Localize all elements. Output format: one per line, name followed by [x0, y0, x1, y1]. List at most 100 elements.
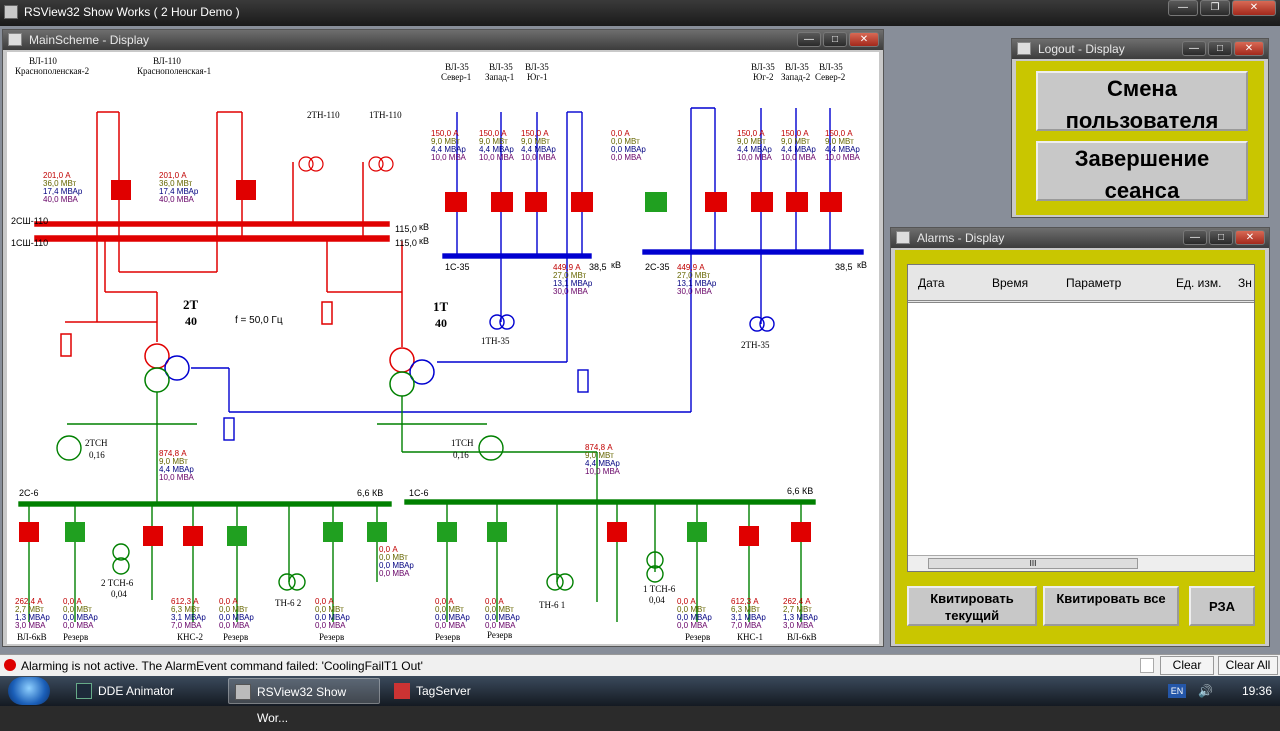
- label-1tn110: 1ТН-110: [369, 110, 402, 120]
- label-vl110-1: ВЛ-110: [153, 56, 181, 66]
- status-field[interactable]: [1140, 658, 1154, 673]
- label-feeder-kns2: КНС-2: [177, 632, 204, 642]
- logout-maximize-button[interactable]: □: [1208, 41, 1232, 56]
- meas-line: 40,0 МВА: [43, 195, 78, 204]
- alarm-table-header: Дата Время Параметр Ед. изм. Зн: [908, 265, 1254, 303]
- clear-button[interactable]: Clear: [1160, 656, 1214, 675]
- col-value[interactable]: Зн: [1238, 276, 1252, 290]
- restore-button[interactable]: ❐: [1200, 0, 1230, 16]
- label-385b: 38,5: [835, 262, 853, 272]
- meas-line: 9,0 МВт: [825, 137, 854, 146]
- mainscheme-close-button[interactable]: ✕: [849, 32, 879, 47]
- clock[interactable]: 19:36: [1241, 684, 1272, 698]
- clear-all-button[interactable]: Clear All: [1218, 656, 1278, 675]
- alarms-titlebar[interactable]: Alarms - Display — □ ✕: [891, 228, 1269, 248]
- task-tagserver[interactable]: TagServer: [388, 678, 528, 704]
- ack-all-button[interactable]: Квитировать все: [1043, 586, 1179, 626]
- meas-line: 9,0 МВт: [159, 457, 188, 466]
- label-vl35-sever1-name: Север-1: [441, 72, 472, 82]
- task-dde-animator[interactable]: DDE Animator: [70, 678, 220, 704]
- col-parameter[interactable]: Параметр: [1066, 276, 1122, 290]
- ack-current-button[interactable]: Квитировать текущий: [907, 586, 1037, 626]
- label-feeder-vl6b: ВЛ-6кВ: [787, 632, 817, 642]
- col-unit[interactable]: Ед. изм.: [1176, 276, 1222, 290]
- meas-line: 612,3 А: [171, 597, 199, 606]
- label-vl35-yug2-name: Юг-2: [753, 72, 774, 82]
- meas-line: 10,0 МВА: [431, 153, 466, 162]
- alarm-list[interactable]: Дата Время Параметр Ед. изм. Зн III: [907, 264, 1255, 572]
- mainscheme-titlebar[interactable]: MainScheme - Display — □ ✕: [3, 30, 883, 50]
- bus-1sh-110: [34, 235, 390, 242]
- meas-line: 4,4 МВАр: [479, 145, 514, 154]
- col-date[interactable]: Дата: [918, 276, 945, 290]
- task-rsview32[interactable]: RSView32 Show Wor...: [228, 678, 380, 725]
- switch-user-button[interactable]: Смена пользователя: [1036, 71, 1248, 133]
- meas-line: 6,3 МВт: [171, 605, 200, 614]
- label-66b: 6,6 КВ: [787, 486, 814, 496]
- start-button[interactable]: [8, 677, 50, 705]
- label-feeder-rezerv3: Резерв: [319, 632, 345, 642]
- meas-line: 0,0 А: [677, 597, 696, 606]
- close-button[interactable]: ✕: [1232, 0, 1276, 16]
- alarm-horizontal-scrollbar[interactable]: III: [908, 555, 1254, 571]
- alarms-maximize-button[interactable]: □: [1209, 230, 1233, 245]
- meas-line: 1,3 МВАр: [15, 613, 50, 622]
- label-vl35-sever2: ВЛ-35: [819, 62, 843, 72]
- rza-button[interactable]: РЗА: [1189, 586, 1255, 626]
- label-bus-2sh: 2СШ-110: [11, 216, 49, 226]
- minimize-button[interactable]: —: [1168, 0, 1198, 16]
- meas-line: 10,0 МВА: [781, 153, 816, 162]
- meas-line: 0,0 МВАр: [63, 613, 98, 622]
- label-2tsn6-power: 0,04: [111, 589, 127, 599]
- label-vl35-zapad2: ВЛ-35: [785, 62, 809, 72]
- mainscheme-minimize-button[interactable]: —: [797, 32, 821, 47]
- meas-line: 3,0 МВА: [783, 621, 814, 630]
- alarms-close-button[interactable]: ✕: [1235, 230, 1265, 245]
- meas-line: 0,0 МВт: [435, 605, 464, 614]
- label-385a: 38,5: [589, 262, 607, 272]
- meas-line: 4,4 МВАр: [737, 145, 772, 154]
- logout-title: Logout - Display: [1038, 42, 1125, 56]
- end-session-button[interactable]: Завершение сеанса: [1036, 141, 1248, 203]
- window-icon: [8, 33, 22, 46]
- app-title: RSView32 Show Works ( 2 Hour Demo ): [24, 5, 240, 19]
- label-2tsn: 2ТСН: [85, 438, 108, 448]
- meas-line: 0,0 МВт: [219, 605, 248, 614]
- meas-line: 0,0 А: [485, 597, 504, 606]
- label-115b: 115,0: [395, 238, 417, 248]
- language-indicator[interactable]: EN: [1168, 684, 1186, 698]
- logout-titlebar[interactable]: Logout - Display — □ ✕: [1012, 39, 1268, 59]
- alarms-minimize-button[interactable]: —: [1183, 230, 1207, 245]
- meas-line: 10,0 МВА: [737, 153, 772, 162]
- volume-icon[interactable]: 🔊: [1198, 684, 1213, 698]
- label-bus-2s6: 2С-6: [19, 488, 39, 498]
- logout-close-button[interactable]: ✕: [1234, 41, 1264, 56]
- logout-window[interactable]: Logout - Display — □ ✕ Смена пользовател…: [1011, 38, 1269, 218]
- label-feeder-rezerv4: Резерв: [435, 632, 461, 642]
- window-icon: [1017, 42, 1031, 55]
- meas-line: 0,0 А: [219, 597, 238, 606]
- app-title-bar: RSView32 Show Works ( 2 Hour Demo ) — ❐ …: [0, 0, 1280, 26]
- meas-line: 201,0 А: [43, 171, 71, 180]
- col-time[interactable]: Время: [992, 276, 1029, 290]
- mainscheme-window[interactable]: MainScheme - Display — □ ✕: [2, 29, 884, 647]
- label-feeder-kns1: КНС-1: [737, 632, 764, 642]
- alarms-window[interactable]: Alarms - Display — □ ✕ Дата Время Параме…: [890, 227, 1270, 647]
- scrollbar-thumb[interactable]: III: [928, 558, 1138, 569]
- meas-line: 13,1 МВАр: [553, 279, 593, 288]
- meas-line: 30,0 МВА: [553, 287, 588, 296]
- meas-line: 4,4 МВАр: [825, 145, 860, 154]
- label-vl110-2: ВЛ-110: [29, 56, 57, 66]
- single-line-diagram: ВЛ-110 Краснополенская-2 ВЛ-110 Краснопо…: [7, 52, 879, 644]
- label-1tsn-power: 0,16: [453, 450, 469, 460]
- label-1tn35: 1ТН-35: [481, 336, 510, 346]
- mainscheme-maximize-button[interactable]: □: [823, 32, 847, 47]
- logout-minimize-button[interactable]: —: [1182, 41, 1206, 56]
- meas-line: 0,0 МВт: [315, 605, 344, 614]
- meas-line: 10,0 МВА: [825, 153, 860, 162]
